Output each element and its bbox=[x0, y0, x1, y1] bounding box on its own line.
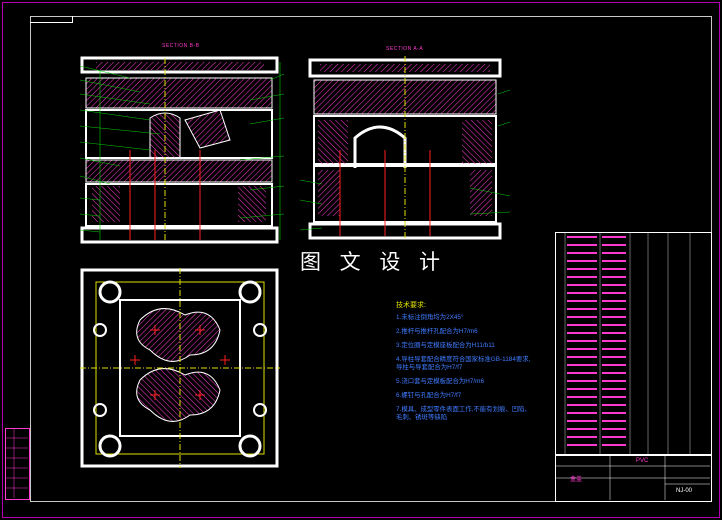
section-aa-label: SECTION A-A bbox=[386, 46, 424, 52]
frame-tab bbox=[30, 16, 73, 23]
note-line: 6.螺钉与孔配合为H7/f7 bbox=[396, 392, 462, 399]
note-line: 4.导柱导套配合精度符合国家标准GB-1184要求, bbox=[396, 356, 531, 363]
part-name: 盒盖 bbox=[570, 477, 583, 483]
bom-row-fills bbox=[567, 236, 626, 446]
drawing-number: NJ-00 bbox=[676, 488, 693, 494]
section-bb-label: SECTION B-B bbox=[162, 43, 200, 49]
title-block-lines bbox=[555, 454, 710, 500]
note-line: 3.定位圈与定模座板配合为H11/b11 bbox=[396, 342, 495, 349]
note-line: 2.推杆与推杆孔配合为H7/m6 bbox=[396, 328, 478, 335]
bill-of-materials bbox=[555, 232, 712, 456]
revision-lines bbox=[5, 428, 28, 498]
watermark-text: 图 文 设 计 bbox=[300, 250, 447, 274]
bom-table-lines bbox=[564, 232, 691, 454]
note-line: 5.浇口套与定模板配合为H7/m6 bbox=[396, 378, 485, 385]
section-aa-view bbox=[299, 56, 511, 240]
plan-view bbox=[80, 268, 280, 468]
material-label: PVC bbox=[636, 458, 649, 464]
revision-column bbox=[5, 428, 30, 500]
note-line: 导柱与导套配合为H7/f7 bbox=[396, 364, 463, 371]
note-line: 1.未标注倒角均为2X45° bbox=[396, 314, 464, 321]
note-line: 毛刺、锈斑等缺陷 bbox=[396, 414, 448, 421]
note-line: 7.模具、成型零件表面工作,不能有划痕、凹陷、 bbox=[396, 406, 531, 413]
section-bb-view bbox=[79, 56, 285, 244]
title-block bbox=[555, 454, 712, 502]
technical-notes: 技术要求: 1.未标注倒角均为2X45° 2.推杆与推杆孔配合为H7/m6 3.… bbox=[396, 300, 556, 428]
notes-heading: 技术要求: bbox=[396, 302, 426, 309]
